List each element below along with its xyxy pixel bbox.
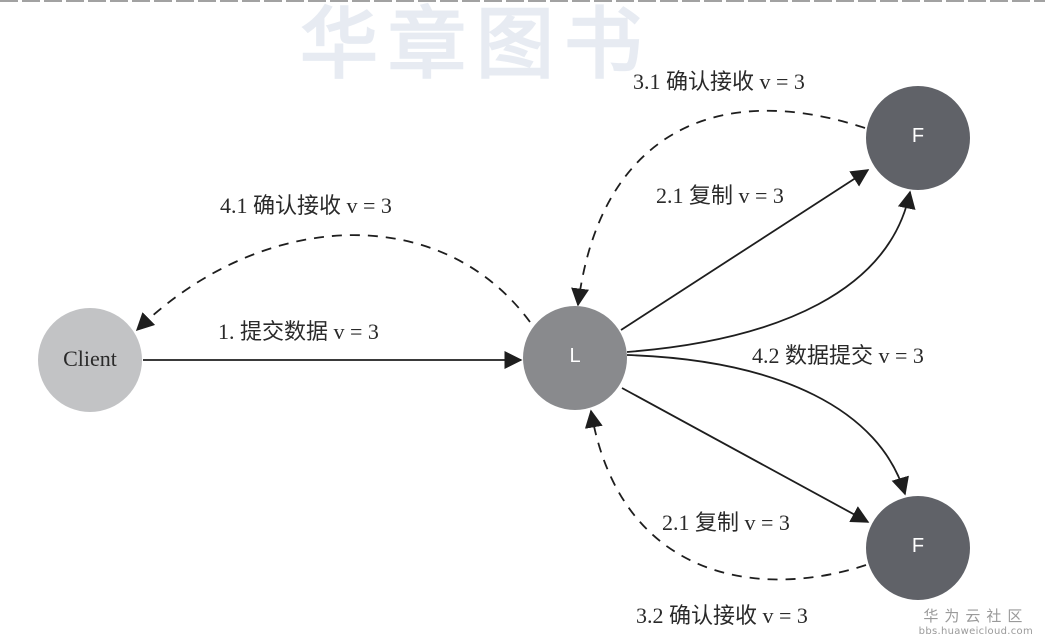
node-follower-top-label: F — [911, 125, 925, 147]
node-follower-bottom — [866, 496, 970, 600]
edge-ack-bottom — [584, 409, 867, 581]
node-leader-label: L — [569, 345, 581, 367]
edge-replicate-top — [620, 169, 870, 331]
publisher-watermark: 华章图书 — [300, 0, 653, 90]
edge-label-ack-client: 4.1 确认接收 v = 3 — [220, 193, 392, 218]
node-client — [38, 308, 142, 412]
edge-replicate-bottom — [621, 387, 870, 523]
site-watermark-cn: 华为云社区 — [923, 607, 1029, 625]
site-watermark: 华为云社区 bbs.huaweicloud.com — [919, 605, 1033, 637]
edge-label-replicate-bottom: 2.1 复制 v = 3 — [662, 510, 790, 535]
site-watermark-url: bbs.huaweicloud.com — [918, 626, 1033, 637]
edge-label-ack-bottom: 3.2 确认接收 v = 3 — [636, 603, 808, 628]
node-follower-top — [866, 86, 970, 190]
edge-commit-top — [626, 190, 916, 353]
edge-label-commit: 4.2 数据提交 v = 3 — [752, 343, 924, 368]
edge-ack-top — [571, 109, 866, 307]
edge-label-ack-top: 3.1 确认接收 v = 3 — [633, 69, 805, 94]
node-leader — [523, 306, 627, 410]
edge-ack-client — [135, 234, 531, 332]
node-follower-bottom-label: F — [911, 535, 925, 557]
cropped-text-line — [0, 0, 1045, 2]
node-client-label: Client — [63, 346, 117, 371]
edge-label-replicate-top: 2.1 复制 v = 3 — [656, 183, 784, 208]
edge-commit-bottom — [626, 354, 909, 496]
edge-label-submit: 1. 提交数据 v = 3 — [218, 319, 379, 344]
